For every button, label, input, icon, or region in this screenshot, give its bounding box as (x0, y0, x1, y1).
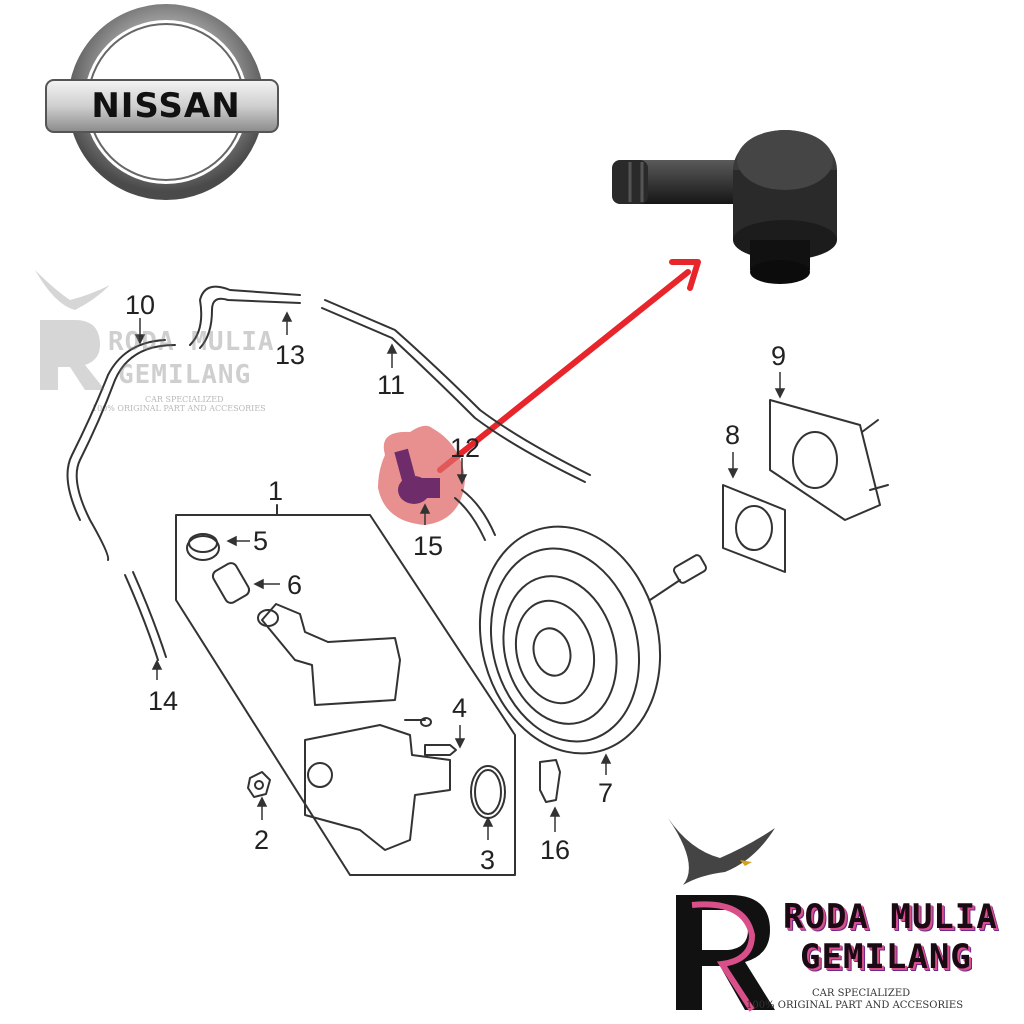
callout-5: 5 (253, 526, 269, 556)
watermark-tagline1: CAR SPECIALIZED (145, 395, 224, 404)
callout-6: 6 (287, 570, 303, 600)
callout-10: 10 (125, 290, 156, 320)
callout-14: 14 (148, 686, 179, 716)
brand-line1: RODA MULIA (783, 897, 998, 937)
r-logo-watermark (40, 320, 105, 390)
r-logo (676, 895, 775, 1012)
part-1-enclosure (175, 514, 516, 876)
check-valve-photo (612, 130, 837, 284)
eagle-icon (668, 818, 775, 885)
pointer-arrow (437, 259, 701, 473)
nissan-logo-text: NISSAN (91, 86, 241, 126)
callout-4: 4 (452, 693, 468, 723)
nissan-logo (45, 4, 279, 200)
eagle-icon-watermark (35, 270, 110, 310)
brand-tagline1: CAR SPECIALIZED (812, 988, 911, 999)
watermark-line1: RODA MULIA (108, 327, 275, 357)
watermark-line2: GEMILANG (118, 360, 252, 390)
callout-2: 2 (254, 825, 270, 855)
callout-8: 8 (725, 420, 741, 450)
callout-13: 13 (275, 340, 306, 370)
part-15-highlight (378, 425, 465, 525)
callout-16: 16 (540, 835, 571, 865)
callout-1: 1 (268, 476, 284, 506)
callout-7: 7 (598, 778, 614, 808)
callout-15: 15 (413, 531, 444, 561)
callout-9: 9 (771, 341, 787, 371)
callout-11: 11 (377, 370, 406, 400)
callout-3: 3 (480, 845, 496, 875)
callout-12: 12 (450, 433, 481, 463)
watermark-tagline2: 100% ORIGINAL PART AND ACCESORIES (92, 404, 266, 413)
brand-tagline2: 100% ORIGINAL PART AND ACCESORIES (746, 1000, 964, 1011)
part-15-drawing (394, 448, 440, 504)
brand-line2: GEMILANG (800, 937, 972, 977)
